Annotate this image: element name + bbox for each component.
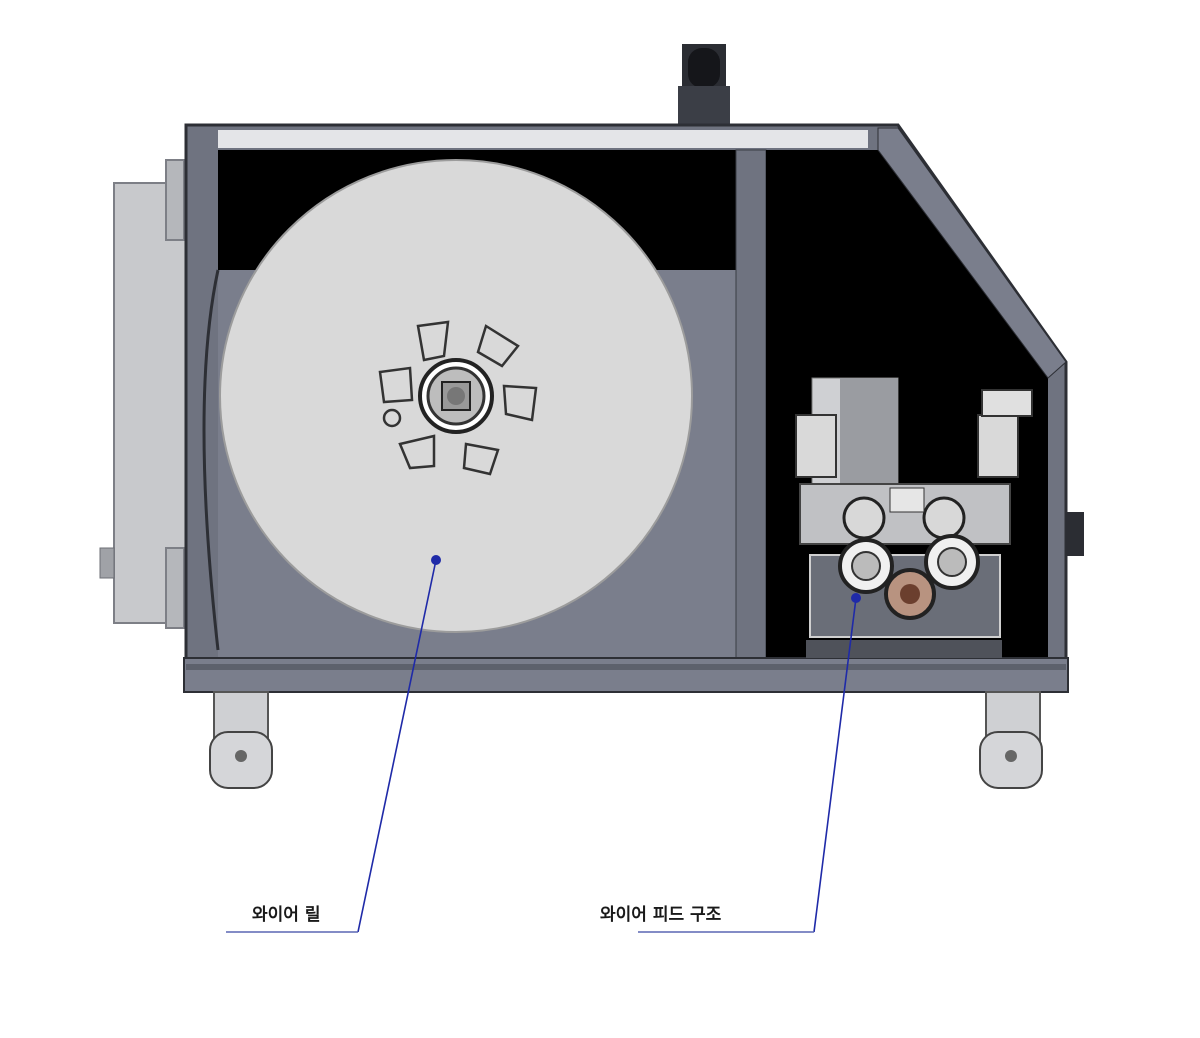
reel-housing-wall [202, 269, 220, 651]
wire-reel-label: 와이어 릴 [252, 905, 321, 925]
right-caster-wheel [979, 691, 1043, 789]
wire-feed-structure-label: 와이어 피드 구조 [600, 905, 722, 925]
left-side-panel [99, 159, 189, 629]
top-handle [678, 44, 730, 126]
callout-wire-feed [638, 593, 861, 933]
left-caster-wheel [209, 691, 273, 789]
callout-wire-reel [226, 555, 441, 933]
wire-reel [219, 159, 693, 633]
wire-feed-mechanism [795, 377, 1033, 658]
